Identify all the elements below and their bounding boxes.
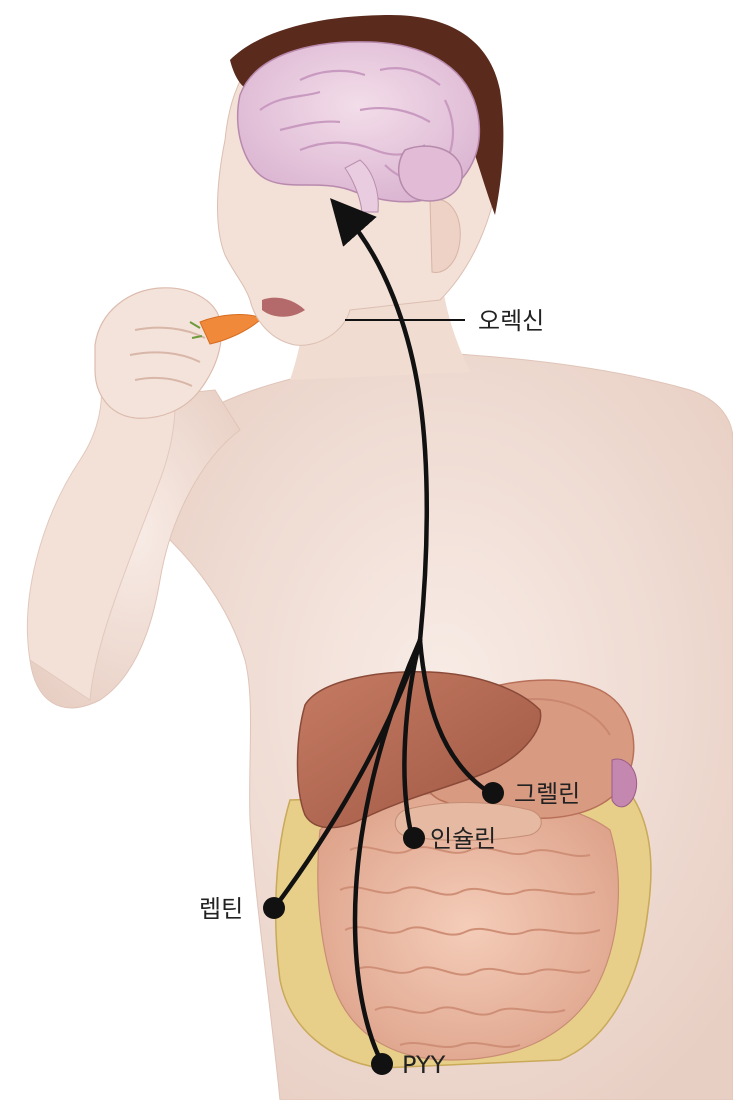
ghrelin-label: 그렐린 — [514, 780, 580, 808]
ghrelin-dot-icon — [482, 782, 504, 804]
cerebellum — [399, 146, 462, 201]
insulin-dot-icon — [403, 827, 425, 849]
leptin-dot-icon — [263, 897, 285, 919]
pyy-label: PYY — [402, 1051, 446, 1079]
insulin-label: 인슐린 — [430, 825, 496, 853]
carrot — [200, 315, 262, 344]
abdominal-organs — [276, 672, 651, 1068]
pyy-dot-icon — [371, 1053, 393, 1075]
leptin-label: 렙틴 — [199, 895, 243, 923]
orexin-label: 오렉신 — [478, 307, 544, 335]
